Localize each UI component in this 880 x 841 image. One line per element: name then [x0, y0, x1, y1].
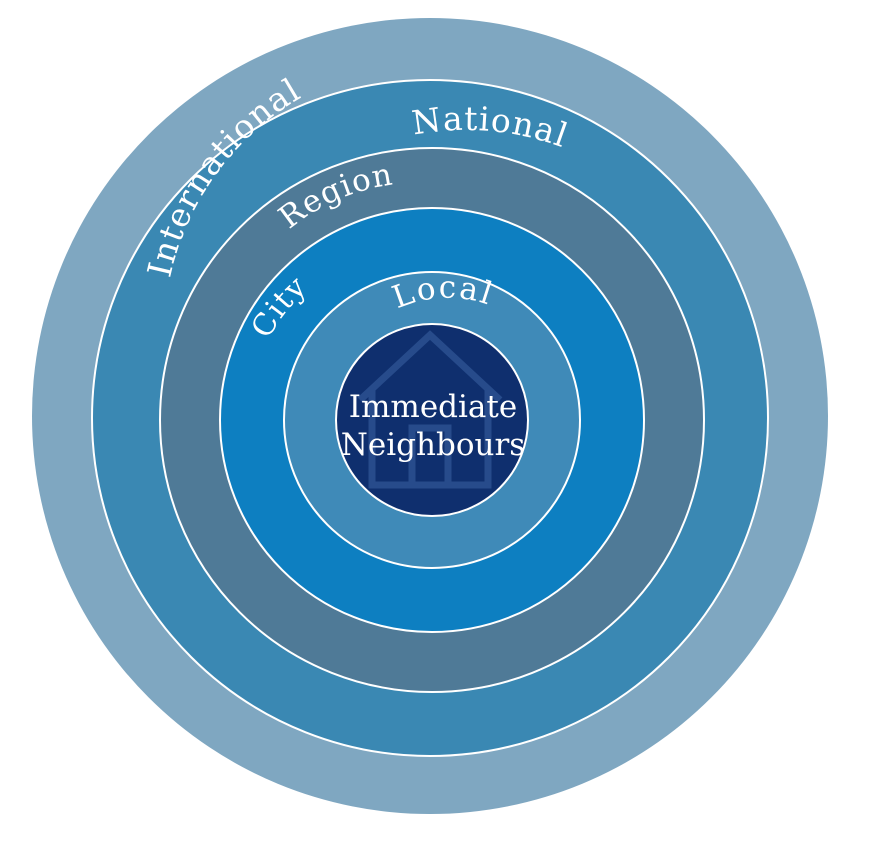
- center-label-line1: Immediate: [349, 389, 517, 425]
- center-circle: [335, 323, 529, 517]
- house-icon: [357, 330, 503, 489]
- center-label-line2: Neighbours: [341, 427, 525, 463]
